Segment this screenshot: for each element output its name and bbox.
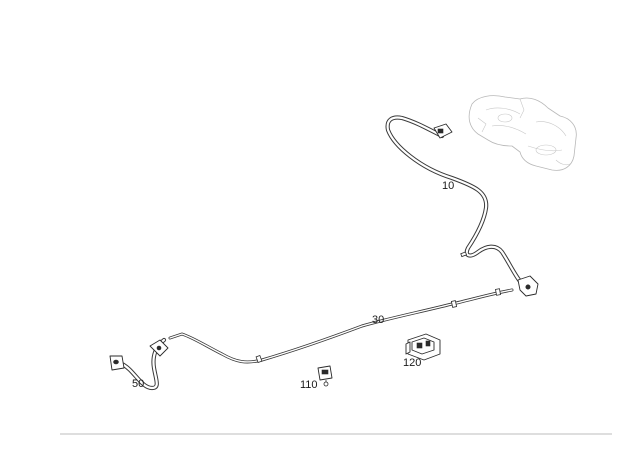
callout-30: 30 (372, 314, 384, 326)
callout-10: 10 (442, 180, 454, 192)
callout-50: 50 (132, 378, 144, 390)
bracket-120 (405, 333, 441, 361)
fuel-tank-illustration (468, 95, 577, 171)
fuel-line-10 (385, 115, 539, 297)
fuel-line-30 (168, 288, 514, 364)
clip-110 (317, 365, 333, 387)
callout-110: 110 (300, 379, 318, 391)
callout-120: 120 (403, 357, 421, 369)
fuel-line-50 (109, 337, 169, 391)
